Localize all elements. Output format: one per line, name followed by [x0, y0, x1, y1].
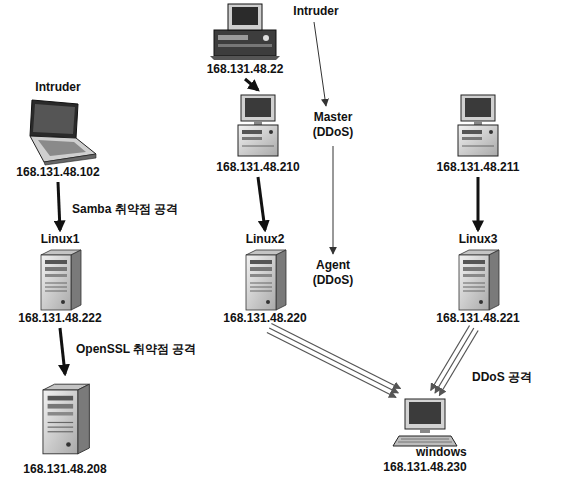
server-icon	[41, 250, 81, 310]
ddos-arrow	[269, 328, 398, 393]
ddos-arrow-stroke	[267, 332, 396, 397]
ip-address: 168.131.48.211	[437, 160, 520, 175]
ddos-arrow-stroke	[439, 331, 478, 396]
master-computer	[238, 95, 278, 156]
computer-node: Intruder 168.131.48.102	[16, 80, 99, 180]
computer-node: Linux2 168.131.48.220	[223, 232, 306, 326]
computer-node: 168.131.48.208	[23, 376, 106, 477]
attack-arrow	[60, 328, 65, 374]
ip-address: 168.131.48.210	[216, 160, 299, 175]
windows-pc-icon	[393, 399, 457, 446]
attack-label: Samba 취약점 공격	[70, 202, 180, 217]
attack-arrow	[58, 182, 60, 230]
computer-node: 168.131.48.210	[216, 92, 299, 175]
ip-address: 168.131.48.230	[383, 460, 466, 475]
host-name: Linux3	[459, 232, 498, 247]
ip-address: 168.131.48.22	[207, 62, 284, 77]
computer-node: 168.131.48.211	[437, 92, 520, 175]
role-label: Master (DDoS)	[300, 110, 366, 140]
attack-arrow	[476, 177, 479, 230]
host-name: Linux2	[246, 232, 285, 247]
icon-space	[59, 247, 60, 311]
attack-label: DDoS 공격	[470, 370, 534, 385]
computer-node: 168.131.48.22	[207, 0, 284, 77]
ip-address: 168.131.48.102	[16, 165, 99, 180]
ip-address: 168.131.48.222	[18, 311, 101, 326]
role-arrow	[333, 146, 334, 254]
laptop-icon	[30, 100, 96, 165]
ddos-arrow	[435, 328, 474, 393]
ip-address: 168.131.48.208	[23, 462, 106, 477]
role-arrow	[314, 22, 326, 106]
ddos-arrow-stroke	[431, 325, 470, 390]
attack-label: OpenSSL 취약점 공격	[74, 342, 198, 357]
icon-space	[477, 247, 478, 311]
intruder-workstation	[210, 4, 280, 60]
icon-space	[257, 92, 258, 160]
ip-address: 168.131.48.220	[223, 311, 306, 326]
host-name: windows	[416, 445, 467, 460]
icon-space	[57, 95, 58, 165]
icon-space	[477, 92, 478, 160]
icon-space	[424, 395, 425, 445]
ddos-arrow-stroke	[271, 324, 400, 389]
computer-node: Linux1 168.131.48.222	[18, 232, 101, 326]
icon-space	[245, 0, 246, 62]
icon-space	[264, 247, 265, 311]
master-computer	[458, 95, 498, 156]
attack-arrow	[258, 177, 265, 230]
computer-node: Linux3 168.131.48.221	[436, 232, 519, 326]
ip-address: 168.131.48.221	[436, 311, 519, 326]
role-label: Agent (DDoS)	[300, 258, 366, 288]
server-icon	[459, 250, 499, 310]
icon-space	[64, 376, 65, 462]
host-name: Intruder	[35, 80, 80, 95]
server-icon	[43, 384, 89, 454]
host-name: Linux1	[41, 232, 80, 247]
attack-arrow	[245, 79, 258, 90]
role-label: Intruder	[286, 4, 346, 19]
computer-node: windows168.131.48.230	[383, 395, 466, 475]
server-icon	[246, 250, 286, 310]
